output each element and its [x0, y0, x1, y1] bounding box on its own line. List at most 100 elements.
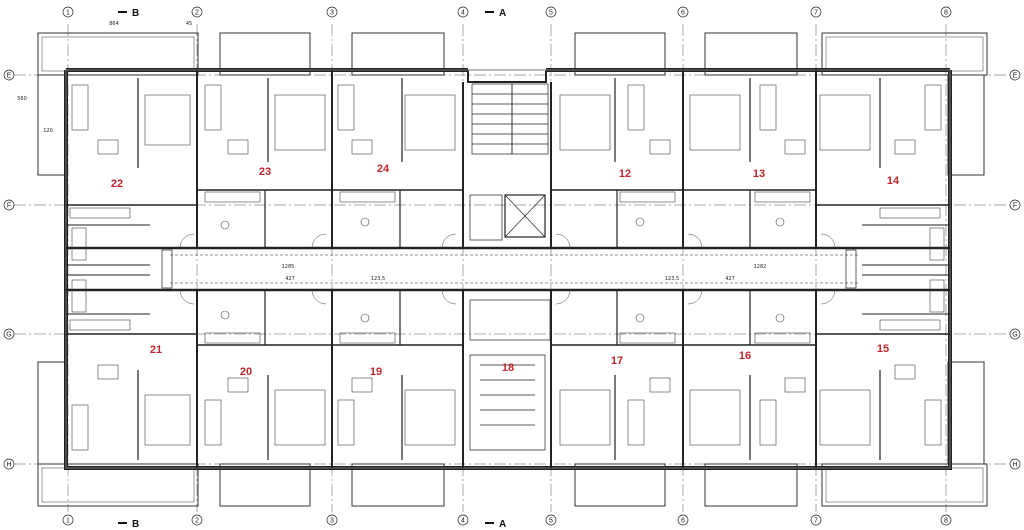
axis-bubble [457, 6, 469, 18]
fixtures [69, 84, 945, 451]
axis-label: 3 [330, 518, 334, 525]
apartment-number: 20 [240, 366, 252, 378]
axis-label: 1 [66, 10, 70, 17]
section-marker-label: A [499, 519, 506, 530]
axis-bubble [457, 514, 469, 526]
balcony-bottom-right [821, 463, 988, 507]
interior-walls [66, 70, 950, 468]
axis-label: F [1013, 203, 1017, 210]
axis-bubble [3, 69, 15, 81]
corridor-dimension: 123,5 [665, 276, 679, 282]
corridor-dimension: 123,5 [371, 276, 385, 282]
axis-bubble [3, 458, 15, 470]
axis-label: 1 [66, 518, 70, 525]
balcony-bottom [351, 463, 445, 507]
axis-label: H [1012, 462, 1017, 469]
corridor-dimension: 427 [725, 276, 735, 282]
section-marker-label: B [132, 8, 139, 19]
balcony-bottom-left [37, 463, 199, 507]
axis-bubble [545, 6, 557, 18]
corridor-dimension: 1285 [282, 264, 295, 270]
section-markers: B A B A [118, 8, 506, 530]
axis-bubble [545, 514, 557, 526]
apartment-number: 18 [502, 362, 514, 374]
axis-label: 6 [681, 518, 685, 525]
corridor [66, 246, 950, 292]
axis-bubble [1009, 328, 1021, 340]
axis-bubble [810, 514, 822, 526]
corridor-dimension: 427 [285, 276, 295, 282]
axis-bubble [1009, 458, 1021, 470]
axis-bubble [326, 514, 338, 526]
balcony-left-upper [37, 74, 67, 176]
axis-label: 7 [814, 518, 818, 525]
axis-bubble [810, 6, 822, 18]
axis-label: 8 [944, 518, 948, 525]
axis-bubble [191, 6, 203, 18]
apartment-number: 22 [111, 178, 123, 190]
outer-dimension: 45 [186, 21, 192, 27]
axis-bubble [191, 514, 203, 526]
axis-label: E [1013, 73, 1018, 80]
outer-walls [64, 68, 952, 470]
axis-label: 2 [195, 518, 199, 525]
axis-label: 3 [330, 10, 334, 17]
axis-label: 4 [461, 518, 465, 525]
outer-dimension: 560 [17, 96, 27, 102]
balcony-right-lower [947, 361, 985, 465]
balcony-left-lower [37, 361, 67, 465]
outer-dimension: 864 [109, 21, 119, 27]
balcony-bottom [704, 463, 798, 507]
balcony-right-upper [947, 74, 985, 176]
section-marker-label: A [499, 8, 506, 19]
balcony-bottom [574, 463, 666, 507]
apartment-number: 19 [370, 366, 382, 378]
apartment-number: 21 [150, 344, 162, 356]
axis-label: 5 [549, 518, 553, 525]
axis-label: 4 [461, 10, 465, 17]
axis-label: 2 [195, 10, 199, 17]
apartment-number: 17 [611, 355, 623, 367]
axis-bubble [940, 6, 952, 18]
axis-label: H [6, 462, 11, 469]
axis-label: 7 [814, 10, 818, 17]
apartment-number: 12 [619, 168, 631, 180]
balcony-top-left [37, 32, 199, 76]
balcony-bottom [219, 463, 311, 507]
axis-label: 8 [944, 10, 948, 17]
axis-bubble [1009, 199, 1021, 211]
apartment-number: 15 [877, 343, 889, 355]
axis-label: E [7, 73, 12, 80]
axis-label: 6 [681, 10, 685, 17]
outer-dimension: 120 [43, 128, 53, 134]
axis-bubble [677, 514, 689, 526]
axis-bubble [326, 6, 338, 18]
elevator-shaft [504, 194, 546, 238]
axis-bubble [1009, 69, 1021, 81]
axis-bubble [940, 514, 952, 526]
axis-bubble [62, 514, 74, 526]
balcony-top [574, 32, 666, 76]
dimension-labels: 1285 1282 427 427 123,5 123,5 864 45 560 120 [17, 21, 766, 282]
corridor-dimension: 1282 [754, 264, 767, 270]
axis-label: 5 [549, 10, 553, 17]
axis-bubble [3, 199, 15, 211]
section-marker-label: B [132, 519, 139, 530]
axis-bubble [3, 328, 15, 340]
apartment-number: 23 [259, 166, 271, 178]
axis-bubble [677, 6, 689, 18]
door-swings [179, 233, 836, 305]
stair-core [469, 83, 551, 451]
balcony-top-right [821, 32, 988, 76]
balcony-top [351, 32, 445, 76]
balcony-top [704, 32, 798, 76]
axis-label: F [7, 203, 11, 210]
apartment-number: 14 [887, 175, 900, 187]
balcony-top [219, 32, 311, 76]
apartment-number: 16 [739, 350, 751, 362]
axis-label: G [1012, 332, 1017, 339]
apartment-number: 24 [377, 163, 390, 175]
